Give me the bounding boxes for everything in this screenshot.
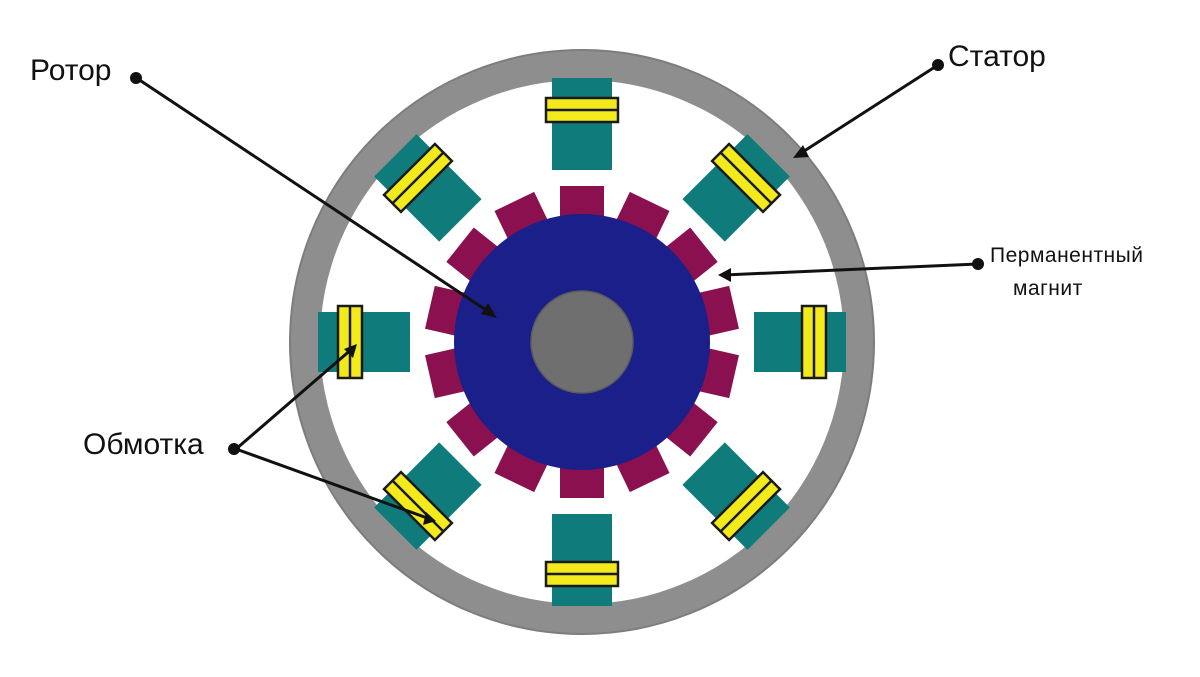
arrow-heads [344, 145, 809, 525]
stator-tooth [374, 134, 482, 242]
stator-label: Статор [948, 40, 1046, 73]
rotor-arrow-head [481, 303, 497, 318]
stator-tooth-body [754, 312, 846, 372]
magnet-arrow-head [718, 268, 731, 282]
stator-tooth [374, 442, 482, 550]
stator-leader-line [797, 63, 939, 157]
leader-dots [130, 59, 984, 455]
winding-label: Обмотка [83, 428, 204, 461]
stator-tooth-body [682, 134, 790, 242]
stator-tooth-body [374, 442, 482, 550]
stator-tooth [544, 78, 620, 170]
magnet-label-line1: Перманентный [990, 244, 1143, 267]
stator-tooth [544, 514, 620, 606]
stator-teeth [318, 78, 846, 606]
stator-leader-dot [932, 59, 944, 71]
rotor-label: Ротор [30, 54, 112, 87]
winding-leader-dot [228, 443, 240, 455]
permanent-magnet [446, 227, 502, 285]
winding-coil-divider [719, 151, 773, 205]
winding-coil-divider [391, 151, 445, 205]
leader-lines [137, 63, 979, 521]
rotor-leader-dot [130, 72, 142, 84]
magnet-label-line2: магнит [1013, 277, 1083, 300]
magnet-leader-dot [972, 258, 984, 270]
stator-tooth-body [552, 514, 612, 606]
stator-tooth-body [552, 78, 612, 170]
winding-arrow-head-2 [423, 512, 436, 525]
permanent-magnet [662, 399, 718, 457]
rotor-leader-line [137, 77, 493, 316]
rotor-shaft [530, 290, 634, 394]
winding-leader-line-1 [235, 346, 354, 451]
permanent-magnet [662, 227, 718, 285]
winding-coil-divider [719, 479, 773, 533]
magnet-leader-line [723, 262, 979, 277]
stator-tooth-body [374, 134, 482, 242]
stator-tooth [754, 304, 846, 380]
stator-tooth [682, 442, 790, 550]
winding-arrow-head-1 [344, 344, 357, 358]
stator-tooth-body [682, 442, 790, 550]
stator-tooth-body [318, 312, 410, 372]
winding-leader-line-2 [235, 447, 431, 521]
winding-coil-divider [391, 479, 445, 533]
permanent-magnet [446, 399, 502, 457]
stator-arrow-head [793, 145, 809, 158]
stator-tooth [682, 134, 790, 242]
